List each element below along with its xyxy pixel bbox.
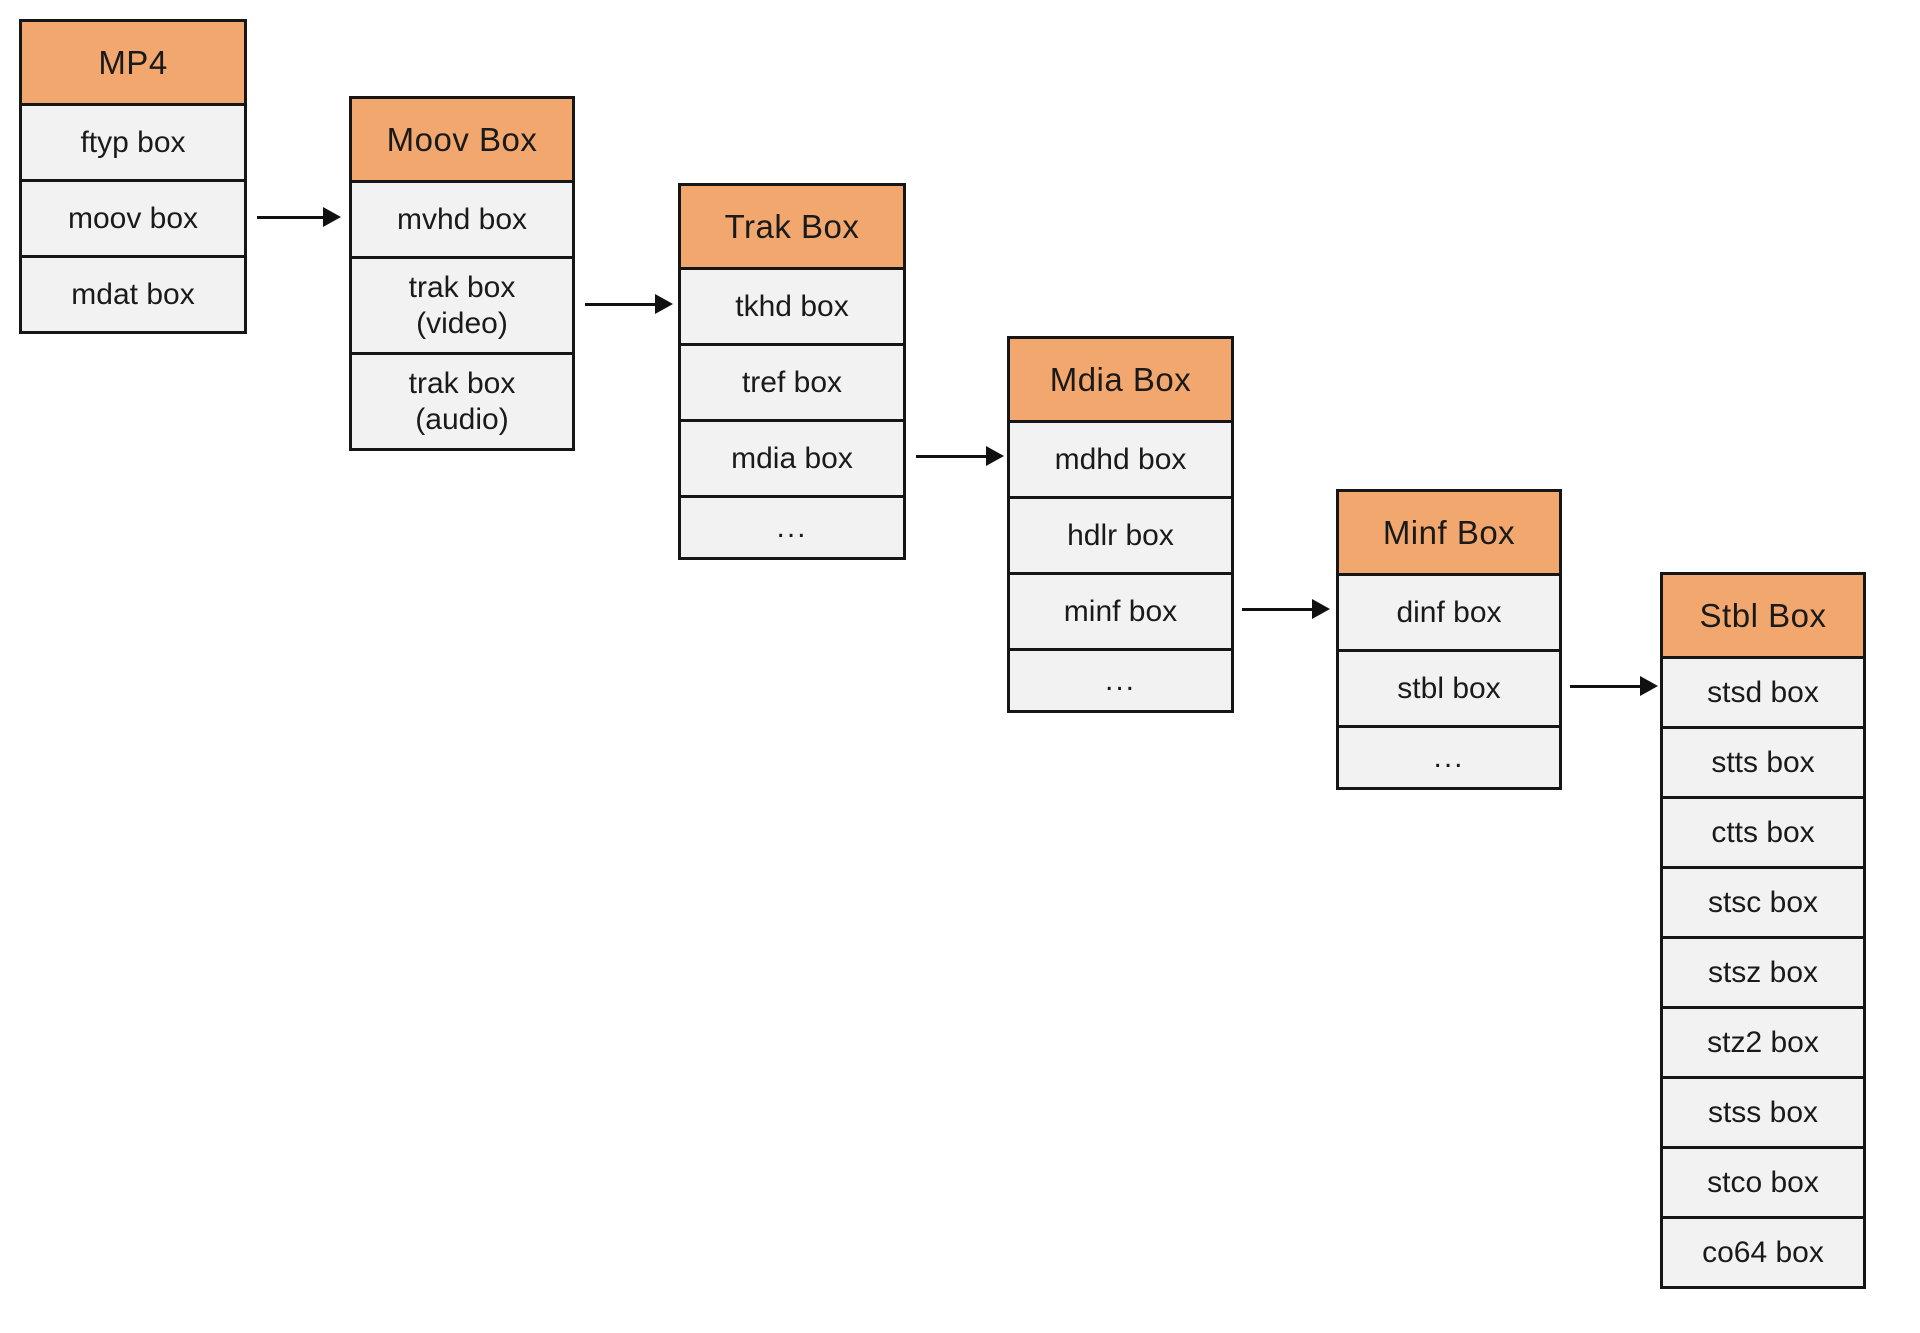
row-mdat-box: mdat box	[22, 255, 244, 331]
row-mdia-box: mdia box	[681, 419, 903, 495]
moov-box-table-header: Moov Box	[352, 99, 572, 180]
row-ellipsis: ...	[681, 495, 903, 557]
arrow-mdia-to-mdia-box	[916, 446, 1004, 466]
minf-box-table-header: Minf Box	[1339, 492, 1559, 573]
row-tkhd-box: tkhd box	[681, 267, 903, 343]
arrow-stbl-to-stbl-box	[1570, 676, 1658, 696]
arrow-minf-to-minf-box	[1242, 599, 1330, 619]
row-stts-box: stts box	[1663, 726, 1863, 796]
row-line: (video)	[416, 306, 508, 340]
arrow-moov-to-moov-box	[257, 207, 341, 227]
row-ellipsis: ...	[1339, 725, 1559, 787]
stbl-box-table-header: Stbl Box	[1663, 575, 1863, 656]
row-hdlr-box: hdlr box	[1010, 496, 1231, 572]
row-co64-box: co64 box	[1663, 1216, 1863, 1286]
moov-box-table: Moov Box mvhd box trak box (video) trak …	[349, 96, 575, 451]
minf-box-table: Minf Box dinf box stbl box ...	[1336, 489, 1562, 790]
row-stco-box: stco box	[1663, 1146, 1863, 1216]
mdia-box-table-header: Mdia Box	[1010, 339, 1231, 420]
row-tref-box: tref box	[681, 343, 903, 419]
trak-box-table-header: Trak Box	[681, 186, 903, 267]
row-mdhd-box: mdhd box	[1010, 420, 1231, 496]
row-trak-box-audio: trak box (audio)	[352, 352, 572, 448]
arrow-trak-video-to-trak-box	[585, 294, 673, 314]
trak-box-table: Trak Box tkhd box tref box mdia box ...	[678, 183, 906, 560]
row-stsd-box: stsd box	[1663, 656, 1863, 726]
row-stsc-box: stsc box	[1663, 866, 1863, 936]
mdia-box-table: Mdia Box mdhd box hdlr box minf box ...	[1007, 336, 1234, 713]
row-line: (audio)	[415, 402, 509, 436]
row-moov-box: moov box	[22, 179, 244, 255]
row-stsz-box: stsz box	[1663, 936, 1863, 1006]
row-line: trak box	[408, 270, 516, 304]
row-ellipsis: ...	[1010, 648, 1231, 710]
row-line: trak box	[408, 366, 516, 400]
row-mvhd-box: mvhd box	[352, 180, 572, 256]
row-stbl-box: stbl box	[1339, 649, 1559, 725]
row-ctts-box: ctts box	[1663, 796, 1863, 866]
row-dinf-box: dinf box	[1339, 573, 1559, 649]
mp4-table: MP4 ftyp box moov box mdat box	[19, 19, 247, 334]
stbl-box-table: Stbl Box stsd box stts box ctts box stsc…	[1660, 572, 1866, 1289]
row-trak-box-video: trak box (video)	[352, 256, 572, 352]
row-ftyp-box: ftyp box	[22, 103, 244, 179]
row-minf-box: minf box	[1010, 572, 1231, 648]
row-stz2-box: stz2 box	[1663, 1006, 1863, 1076]
mp4-table-header: MP4	[22, 22, 244, 103]
row-stss-box: stss box	[1663, 1076, 1863, 1146]
